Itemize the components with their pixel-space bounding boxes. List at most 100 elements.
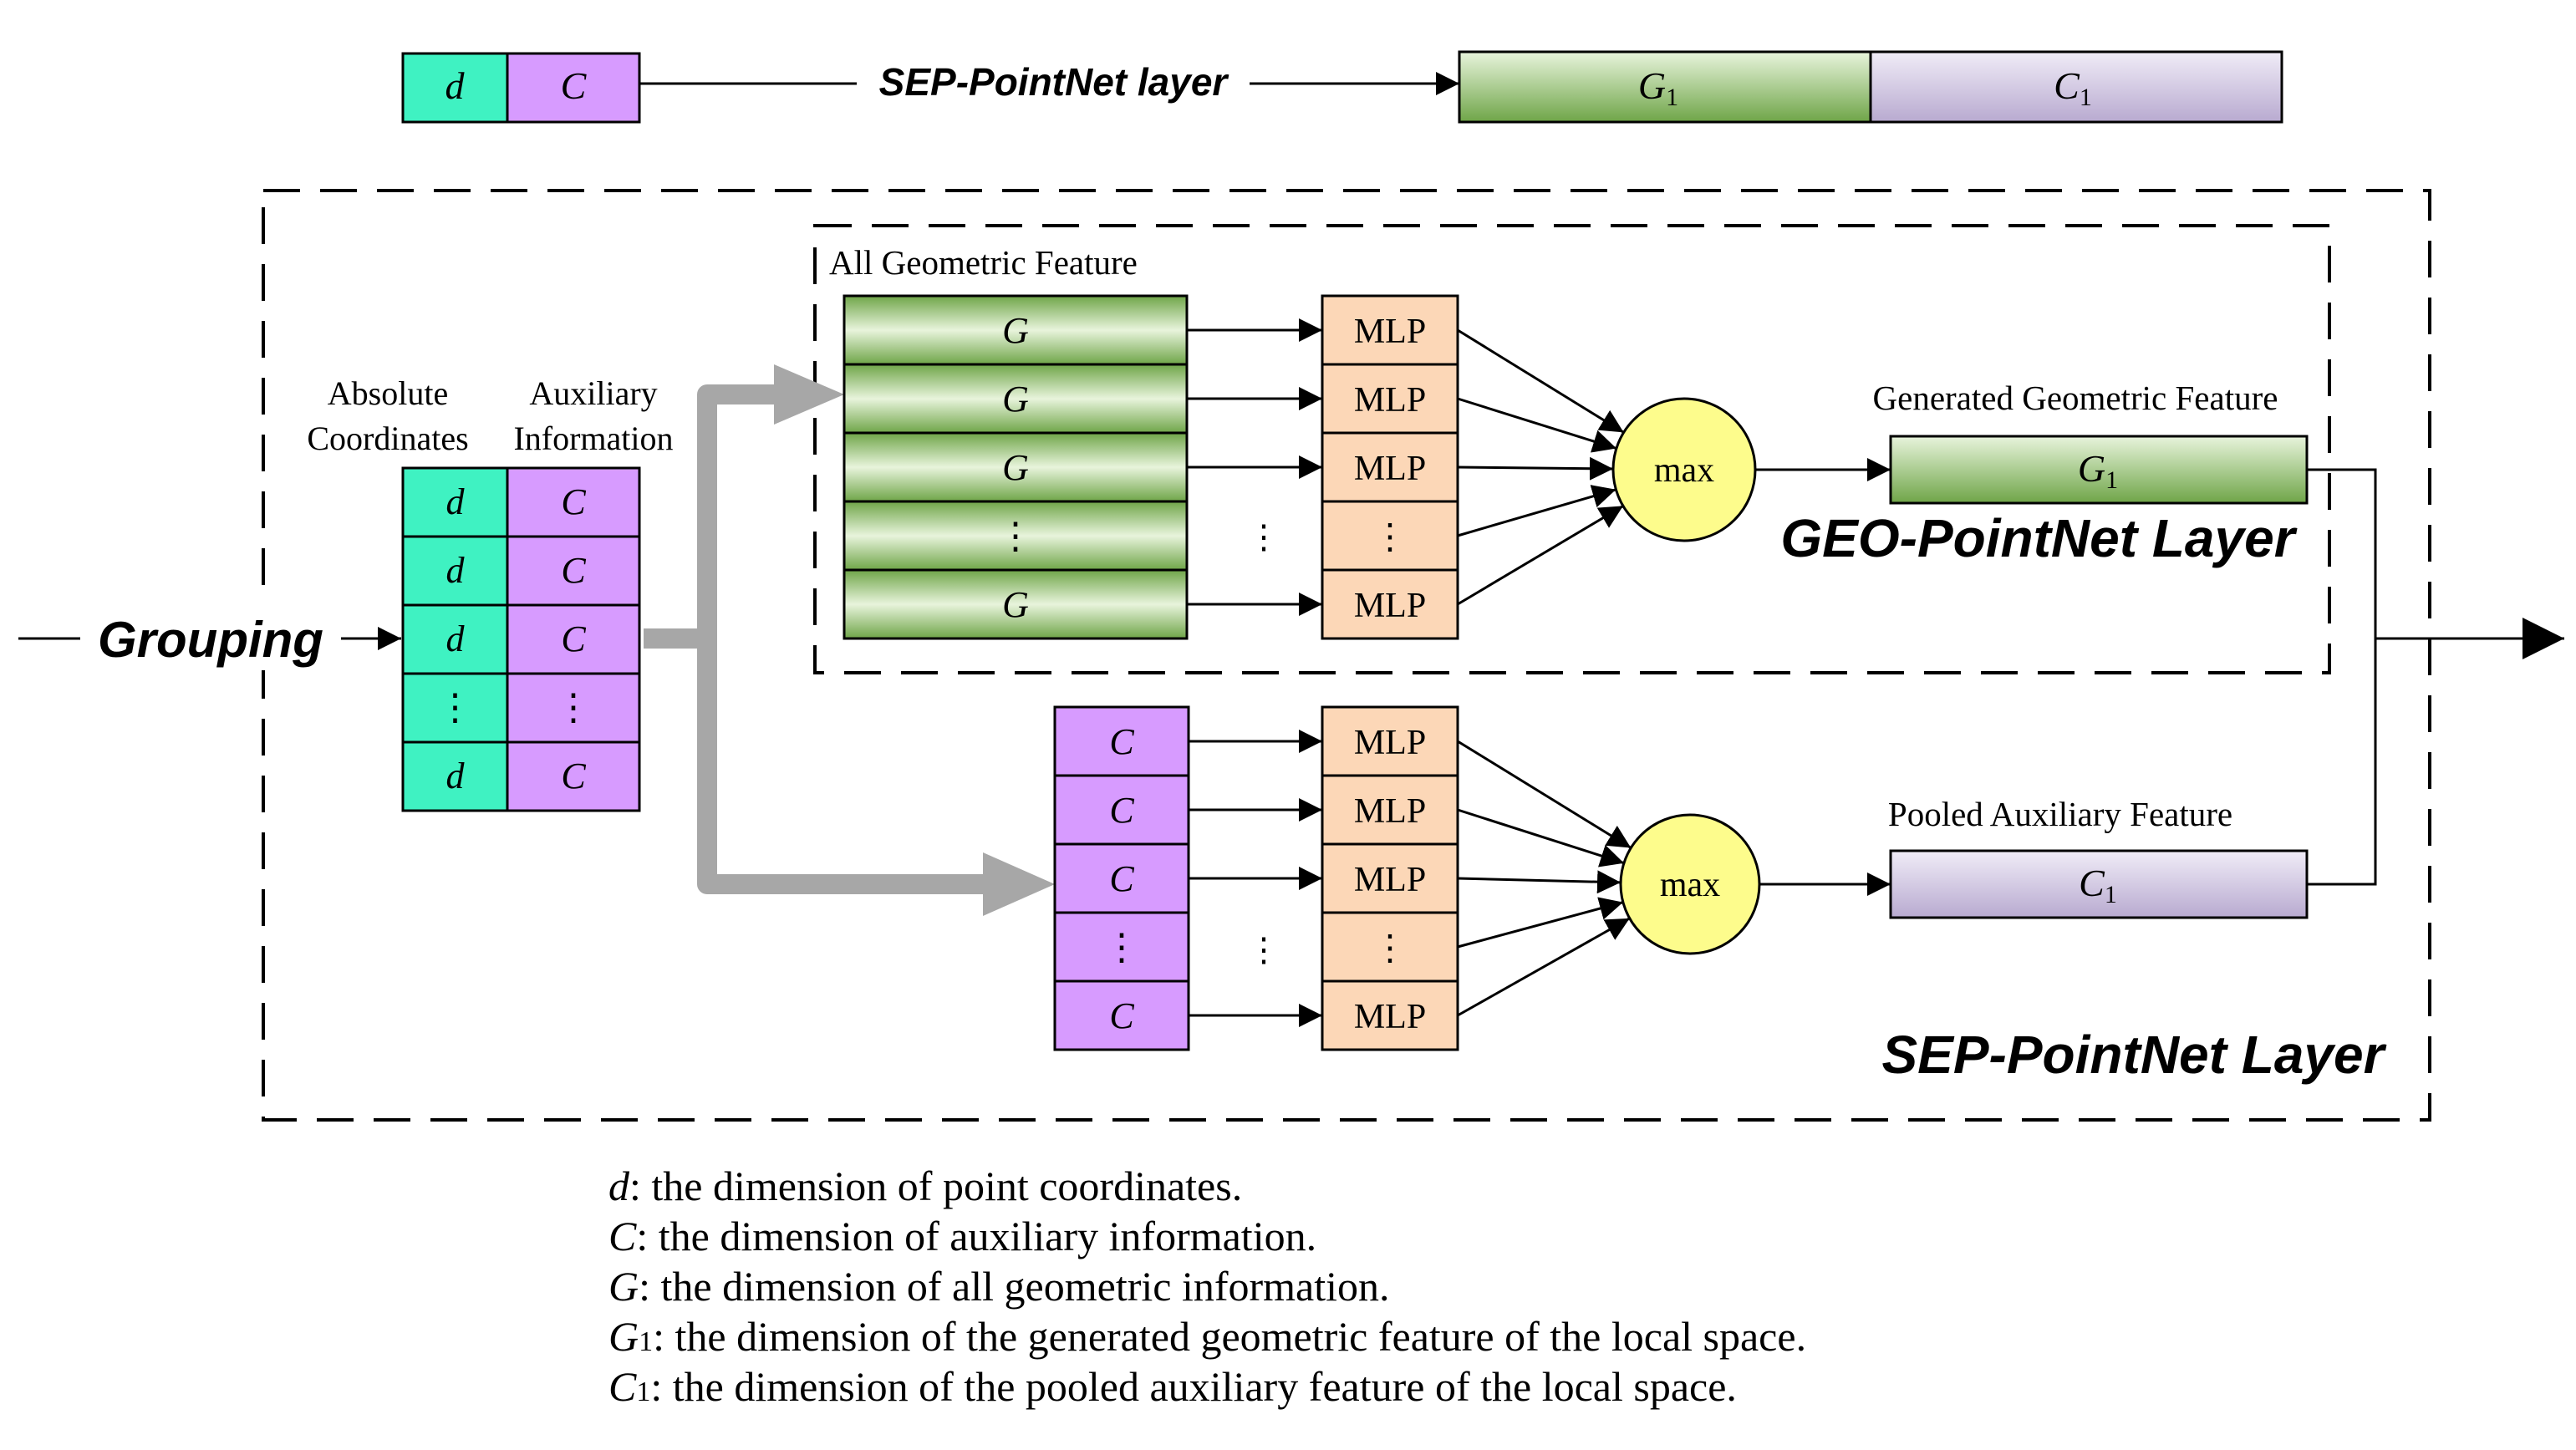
merge-connector	[2307, 468, 2377, 886]
aux-feature-label: C	[1109, 858, 1134, 899]
input-c-label: C	[561, 618, 586, 659]
legend: d: the dimension of point coordinates.C:…	[608, 1163, 1806, 1410]
aux-between-dots: ⋮	[1247, 931, 1280, 969]
geo-mlp-to-max-arrow	[1457, 328, 1625, 434]
geo-mlp-label: MLP	[1354, 450, 1426, 488]
geo-mlp-to-max-arrow	[1457, 485, 1616, 537]
geo-feature-label: G	[1002, 310, 1029, 351]
aux-mlp-to-max-arrow	[1457, 870, 1621, 894]
geo-feature-label: ⋮	[997, 516, 1034, 557]
header-information: Information	[513, 420, 673, 457]
geo-branch-title: All Geometric Feature	[829, 243, 1138, 282]
top-g1-label: G1	[1638, 64, 1678, 111]
geo-mlp-to-max-arrow	[1457, 505, 1624, 606]
input-c-cell	[506, 672, 641, 744]
aux-connections	[1189, 730, 1632, 1027]
legend-line: C: the dimension of auxiliary informatio…	[608, 1213, 1316, 1259]
input-c-label: C	[561, 756, 586, 796]
input-d-label: d	[446, 756, 466, 796]
input-c-cell	[506, 466, 641, 538]
sep-pointnet-layer-label: SEP-PointNet Layer	[1881, 1025, 2386, 1085]
geo-mlp-to-max-arrow	[1457, 456, 1614, 481]
legend-line: G1: the dimension of the generated geome…	[608, 1313, 1806, 1360]
aux-feature-box	[1053, 842, 1190, 914]
top-d-cell	[401, 52, 509, 124]
top-d-label: d	[445, 64, 466, 107]
geo-mlp-box	[1321, 568, 1459, 640]
input-table: Absolute Coordinates Auxiliary Informati…	[307, 374, 674, 812]
aux-max-label: max	[1660, 866, 1720, 904]
aux-output-c1	[1889, 849, 2309, 919]
legend-line: d: the dimension of point coordinates.	[608, 1163, 1242, 1209]
top-c1-cell	[1869, 50, 2283, 124]
aux-mlp-label: MLP	[1354, 724, 1426, 762]
geo-output-title: Generated Geometric Feature	[1873, 379, 2278, 417]
geo-mlp-label: MLP	[1354, 313, 1426, 351]
input-c-cell	[506, 603, 641, 675]
aux-mlp-box	[1321, 842, 1459, 914]
geo-mlp-label: ⋮	[1372, 518, 1408, 557]
aux-mlp-to-max-arrow	[1457, 740, 1632, 849]
input-d-cell	[401, 740, 509, 812]
geo-mlp-stack: MLP MLP MLP ⋮ MLP	[1321, 294, 1459, 640]
geo-feature-label: G	[1002, 584, 1029, 625]
geo-mlp-box	[1321, 294, 1459, 366]
top-c-cell	[506, 52, 641, 124]
header-coordinates: Coordinates	[307, 420, 468, 457]
geo-mlp-box	[1321, 363, 1459, 435]
top-layer-label: SEP-PointNet layer	[879, 60, 1229, 104]
aux-mlp-to-max-arrow	[1457, 917, 1631, 1017]
geo-mlp-to-max-arrow	[1457, 397, 1617, 453]
input-d-label: d	[446, 618, 466, 659]
geo-pointnet-layer-label: GEO-PointNet Layer	[1780, 508, 2297, 568]
input-c-label: ⋮	[555, 687, 592, 728]
aux-mlp-label: MLP	[1354, 792, 1426, 831]
aux-mlp-label: MLP	[1354, 998, 1426, 1036]
geo-feature-label: G	[1002, 379, 1029, 420]
aux-mlp-label: ⋮	[1372, 929, 1408, 968]
header-auxiliary: Auxiliary	[529, 374, 657, 412]
geo-max-label: max	[1654, 451, 1714, 490]
sep-pointnet-frame	[262, 189, 2431, 1122]
gray-split-arrows	[644, 364, 1055, 916]
header-absolute: Absolute	[328, 374, 448, 412]
top-c-label: C	[561, 64, 588, 107]
top-g1-cell	[1458, 50, 1872, 124]
aux-feature-label: ⋮	[1103, 927, 1140, 968]
geo-mlp-box	[1321, 431, 1459, 503]
input-c-label: C	[561, 481, 586, 522]
aux-output-title: Pooled Auxiliary Feature	[1888, 795, 2232, 833]
aux-mlp-to-max-arrow	[1457, 897, 1624, 949]
aux-feature-label: C	[1109, 995, 1134, 1036]
geo-output-g1	[1889, 435, 2309, 505]
geo-feature-label: G	[1002, 447, 1029, 488]
legend-line: G: the dimension of all geometric inform…	[608, 1263, 1390, 1310]
geo-output-g1-label: G1	[2078, 447, 2118, 494]
aux-mlp-stack: MLP MLP MLP ⋮ MLP	[1321, 705, 1459, 1051]
top-bar: d C SEP-PointNet layer G1 C1	[401, 50, 2283, 124]
top-c1-label: C1	[2054, 64, 2092, 111]
geo-mlp-label: MLP	[1354, 587, 1426, 625]
geo-connections	[1187, 318, 1625, 616]
input-d-label: d	[446, 550, 466, 591]
geo-feature-box	[843, 363, 1189, 435]
geo-feature-stack: GGG⋮G	[843, 294, 1189, 640]
geo-pointnet-frame	[813, 224, 2331, 674]
aux-mlp-to-max-arrow	[1457, 808, 1625, 867]
legend-line: C1: the dimension of the pooled auxiliar…	[608, 1363, 1737, 1410]
geo-mlp-label: MLP	[1354, 381, 1426, 420]
input-c-cell	[506, 535, 641, 607]
aux-feature-box	[1053, 774, 1190, 846]
aux-feature-stack: CCC⋮C	[1053, 705, 1190, 1051]
input-d-label: d	[446, 481, 466, 522]
aux-mlp-label: MLP	[1354, 861, 1426, 899]
input-c-cell	[506, 740, 641, 812]
geo-mlp-box	[1321, 500, 1459, 572]
input-d-label: ⋮	[437, 687, 474, 728]
geo-feature-box	[843, 294, 1189, 366]
geo-between-dots: ⋮	[1247, 518, 1280, 556]
aux-output-c1-label: C1	[2079, 862, 2117, 908]
grouping-label: Grouping	[98, 612, 323, 668]
input-c-label: C	[561, 550, 586, 591]
